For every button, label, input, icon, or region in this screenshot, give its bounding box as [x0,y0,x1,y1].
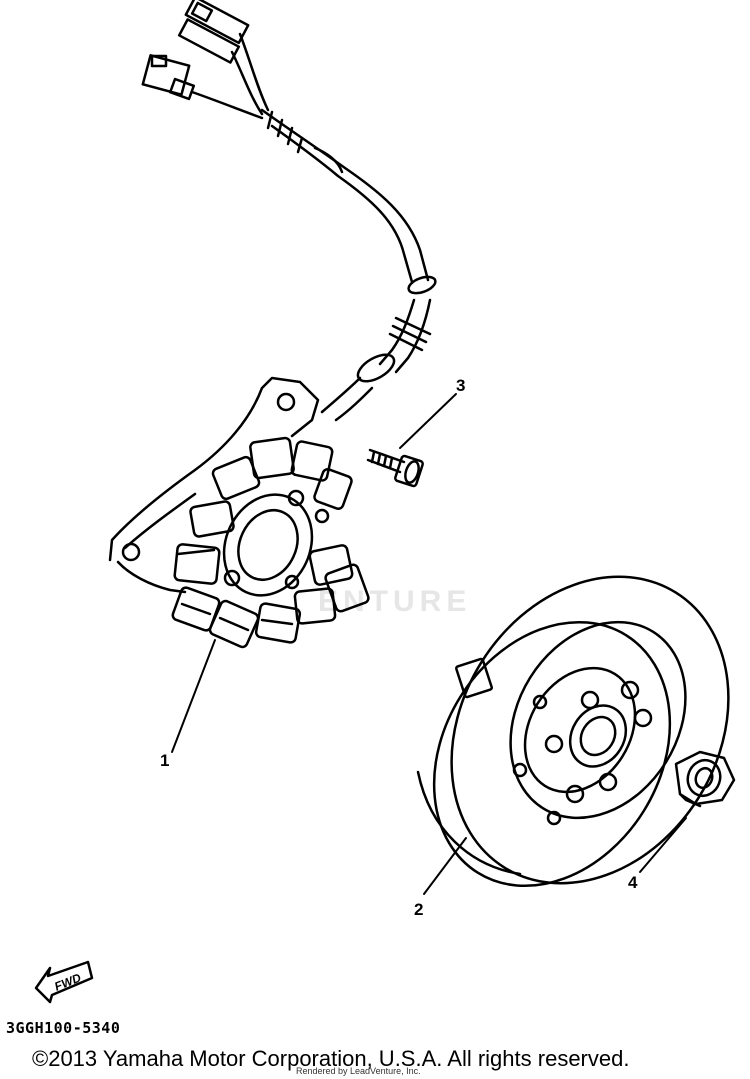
copyright-text: ©2013 Yamaha Motor Corporation, U.S.A. A… [32,1046,630,1071]
nut [674,750,736,808]
leader-line-3 [399,393,457,449]
watermark-text: ENTURE [318,585,472,618]
leader-line-2 [423,837,467,895]
callout-3: 3 [456,376,466,395]
diagram-code: 3GGH100-5340 [6,1019,121,1037]
flywheel-rotor [416,575,730,888]
leader-lines [171,393,687,895]
stator-assembly [108,376,370,649]
screw [366,448,424,488]
leader-line-1 [171,639,216,753]
callout-2: 2 [414,900,424,919]
leader-line-4 [639,817,687,873]
callout-4: 4 [628,873,638,892]
rendered-by-text: Rendered by LeadVenture, Inc. [296,1066,421,1076]
wire-connectors [141,0,270,120]
fwd-arrow-icon [34,960,94,1004]
callout-1: 1 [160,751,170,770]
wire-harness [260,108,437,422]
